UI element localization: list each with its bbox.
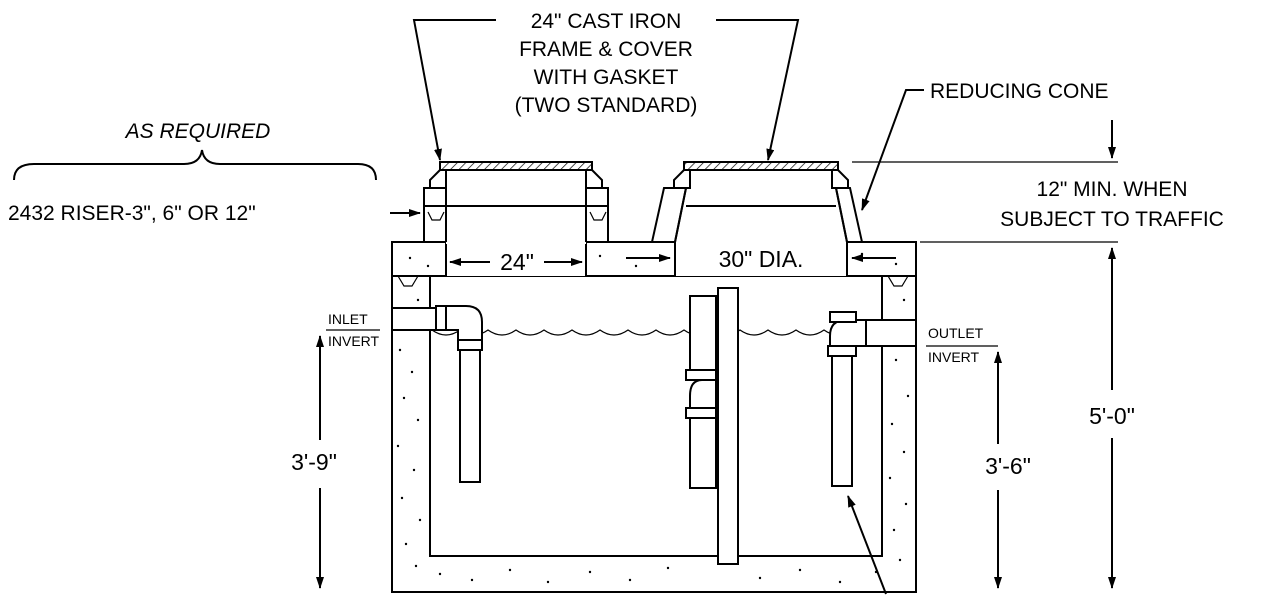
inlet-height-label: 3'-9" bbox=[291, 449, 337, 475]
inlet-pipe bbox=[391, 305, 483, 483]
reducing-cone-label: REDUCING CONE bbox=[930, 80, 1109, 103]
frame-callout-line4: (TWO STANDARD) bbox=[515, 94, 698, 117]
frame-callout-line2: FRAME & COVER bbox=[519, 38, 693, 61]
water-level-line bbox=[431, 329, 881, 336]
frame-callout-line3: WITH GASKET bbox=[534, 66, 679, 89]
traffic-note-line1: 12" MIN. WHEN bbox=[1037, 178, 1188, 201]
outlet-pipe bbox=[827, 311, 917, 487]
riser-label: 2432 RISER-3", 6" OR 12" bbox=[8, 202, 256, 225]
reducing-cone bbox=[650, 187, 864, 243]
frame-cover-left bbox=[429, 161, 603, 189]
opening-24-label: 24" bbox=[500, 249, 534, 275]
frame-callout-line1: 24" CAST IRON bbox=[531, 10, 682, 33]
bottom-leader-line bbox=[847, 495, 887, 595]
outlet-height-label: 3'-6" bbox=[985, 453, 1031, 479]
tank-height-label: 5'-0" bbox=[1089, 403, 1135, 429]
outlet-label-line1: OUTLET bbox=[928, 325, 984, 341]
tank-body bbox=[391, 240, 917, 593]
traffic-note-line2: SUBJECT TO TRAFFIC bbox=[1000, 208, 1224, 231]
concrete-texture bbox=[396, 252, 910, 584]
reducing-cone-callout: REDUCING CONE bbox=[861, 80, 1109, 211]
outlet-label-line2: INVERT bbox=[928, 349, 980, 365]
frame-cover-callout: 24" CAST IRON FRAME & COVER WITH GASKET … bbox=[412, 10, 800, 161]
riser-callout: 2432 RISER-3", 6" OR 12" bbox=[8, 202, 421, 225]
outlet-invert-dimension: OUTLET INVERT 3'-6" bbox=[926, 325, 1031, 589]
traffic-note: 12" MIN. WHEN SUBJECT TO TRAFFIC bbox=[852, 120, 1224, 231]
opening-30-label: 30" DIA. bbox=[719, 246, 804, 272]
inlet-label-line2: INVERT bbox=[328, 333, 380, 349]
as-required-callout: AS REQUIRED bbox=[13, 120, 377, 181]
inlet-label-line1: INLET bbox=[328, 311, 368, 327]
inlet-invert-dimension: INLET INVERT 3'-9" bbox=[291, 311, 380, 589]
opening-24-dimension: 24" bbox=[449, 249, 583, 275]
center-baffle bbox=[685, 287, 739, 565]
tank-height-dimension: 5'-0" bbox=[920, 241, 1135, 589]
opening-30-dimension: 30" DIA. bbox=[626, 246, 896, 272]
frame-cover-right bbox=[673, 161, 849, 189]
as-required-label: AS REQUIRED bbox=[124, 120, 271, 143]
riser-left bbox=[423, 186, 609, 244]
